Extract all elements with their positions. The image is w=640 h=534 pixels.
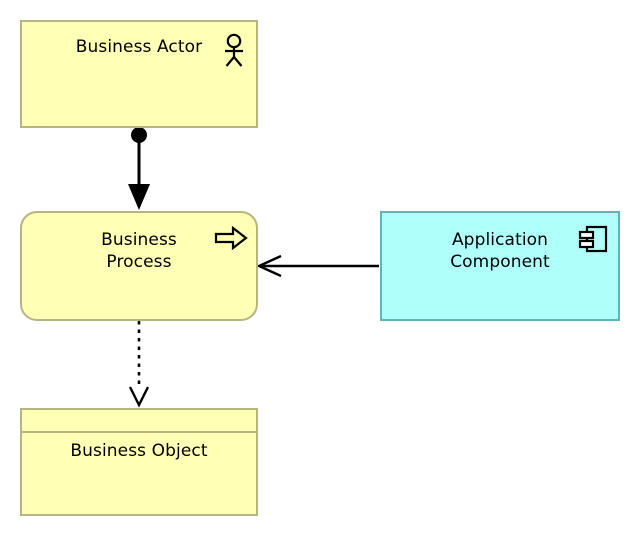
edge-access-process-object[interactable] xyxy=(128,321,150,408)
node-business-object[interactable]: Business Object xyxy=(20,408,258,516)
business-object-header-divider xyxy=(22,431,256,433)
node-application-component-label: Application Component xyxy=(450,230,550,273)
business-process-icon xyxy=(214,226,248,250)
edge-serving-component-process[interactable] xyxy=(256,254,379,278)
assignment-target-arrowhead-icon xyxy=(128,184,150,210)
application-component-icon xyxy=(578,225,608,253)
business-actor-icon xyxy=(225,33,243,67)
access-target-arrowhead-icon xyxy=(128,386,150,408)
node-business-object-label: Business Object xyxy=(70,441,208,461)
node-business-actor[interactable]: Business Actor xyxy=(20,20,258,128)
node-business-process-label: Business Process xyxy=(101,230,177,273)
edge-assignment-actor-process[interactable] xyxy=(128,127,150,210)
assignment-source-ball-icon xyxy=(131,127,147,143)
node-application-component[interactable]: Application Component xyxy=(380,211,620,321)
node-business-actor-label: Business Actor xyxy=(75,37,203,57)
node-business-process[interactable]: Business Process xyxy=(20,211,258,321)
serving-target-arrowhead-icon xyxy=(256,254,282,278)
